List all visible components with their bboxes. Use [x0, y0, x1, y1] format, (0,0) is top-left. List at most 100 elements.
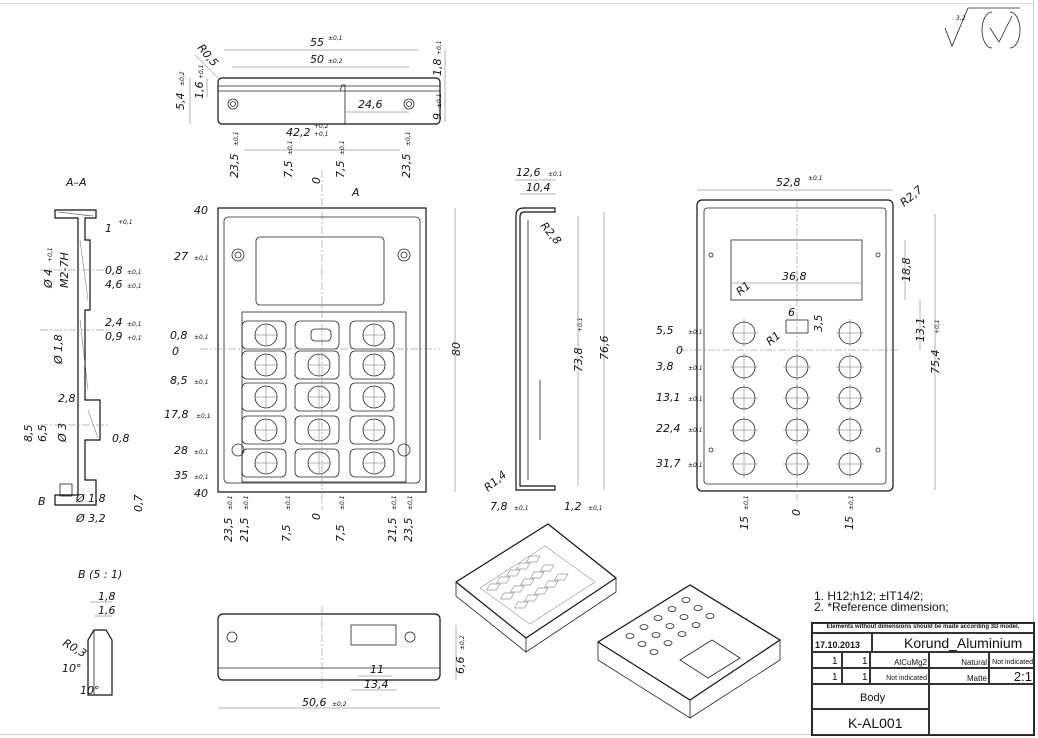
quantity: 1 [862, 672, 868, 683]
dim-1-8: 1,8 [431, 59, 444, 77]
dimension-label: B [38, 495, 46, 508]
iso-key [534, 587, 549, 595]
dimension-label: ±0,1 [688, 365, 703, 372]
dim-12-6: 12,6 [516, 166, 541, 179]
dim-tol: ±0,1 [196, 413, 211, 420]
key-outline [241, 350, 287, 380]
section-mark-a: A [351, 186, 360, 199]
material: AlCuMg2 [894, 658, 927, 667]
key-crosshair [255, 419, 277, 441]
dimension-label: 0,8 [112, 432, 130, 445]
part-code: K-AL001 [848, 715, 903, 731]
dim-tol: ±0,2 [328, 58, 343, 65]
iso-hole [653, 615, 663, 621]
dim-7-5: 7,5 [334, 161, 347, 179]
dim-r2-8: R2,8 [538, 220, 564, 248]
key-outline [349, 350, 395, 380]
texture: Matte [966, 674, 987, 683]
iso-hole [677, 631, 687, 637]
dim-28: 28 [174, 444, 188, 457]
dimension-label: +0,1 [118, 219, 133, 226]
dim-36-8: 36,8 [782, 270, 807, 283]
dim-18-8: 18,8 [900, 258, 913, 283]
iso-hole [637, 641, 647, 647]
key-crosshair [255, 452, 277, 474]
dimension-label: +0,1 [127, 335, 142, 342]
dim-r0-3: R0,3 [61, 636, 89, 660]
dimension-label: 7,5 [334, 525, 347, 543]
sheet-top-border [0, 3, 1033, 4]
hole-centerline [836, 353, 864, 381]
dim-6: 6 [788, 306, 795, 319]
iso-hole [625, 633, 635, 639]
dimension-label: 6,5 [36, 425, 49, 443]
dimension-label: 7,5 [280, 525, 293, 543]
dim-35: 35 [174, 469, 188, 482]
dim-23-5: 23,5 [228, 154, 241, 179]
dim-angle-10: 10° [80, 684, 100, 697]
dim-42-2: 42,2 [286, 126, 311, 139]
iso-hole [691, 622, 701, 628]
dimension-label: ±0,1 [127, 283, 142, 290]
dim-tol: ±0,1 [194, 449, 209, 456]
key-outline [241, 415, 287, 445]
iso-hole [667, 606, 677, 612]
dimension-label: 31,7 [656, 457, 681, 470]
dim-5-4: 5,4 [174, 93, 187, 111]
dimension-label: ±0,1 [688, 462, 703, 469]
dimension-label: ±0,1 [127, 321, 142, 328]
dim-0: 0 [310, 177, 323, 184]
sheet-count: 1 [832, 672, 838, 683]
dim-3-5: 3,5 [812, 315, 825, 333]
dimension-label: ±0,1 [127, 269, 142, 276]
dim-tol: ±0,1 [194, 255, 209, 262]
dim-tol: ±0,1 [405, 131, 412, 146]
dim-tol: ±0,1 [339, 140, 346, 155]
iso-key [526, 555, 541, 563]
dim-9: 9 [431, 113, 444, 120]
dimension-label: 21,5 [386, 518, 399, 543]
key-outline [241, 448, 287, 478]
iso-key [530, 571, 545, 579]
dim-8-5: 8,5 [170, 374, 188, 387]
dimension-label: ±0,1 [391, 495, 398, 510]
dimension-label: Ø 3 [56, 423, 69, 443]
dimension-label: ±0,1 [688, 396, 703, 403]
dimension-label: 2,4 [105, 316, 123, 329]
dim-tol: ±0,1 [194, 379, 209, 386]
hole-centerline [730, 319, 758, 347]
key-crosshair [363, 419, 385, 441]
dim-tol: ±0,1 [436, 93, 443, 108]
dim-11: 11 [370, 663, 384, 676]
dim-1-6: 1,6 [98, 604, 116, 617]
hole-centerline [730, 384, 758, 412]
dimension-label: Ø 1,8 [75, 492, 106, 505]
dimension-label: 0,9 [105, 330, 123, 343]
top-view: 55 ±0,1 50 ±0,2 R0,5 5,4 ±0,2 1,6 +0,1 2… [174, 35, 446, 125]
dimension-label: Ø 4 [42, 269, 55, 289]
dim-17-8: 17,8 [164, 408, 189, 421]
title-block: Elements without dimensions should be ma… [811, 622, 1035, 736]
dimension-label: 23,5 [222, 518, 235, 543]
dim-40: 40 [194, 204, 208, 217]
note-1: 1. H12;h12; ±IT14/2; [814, 589, 924, 603]
dim-50: 50 [310, 53, 324, 66]
key-outline [294, 320, 340, 350]
key-crosshair [308, 452, 330, 474]
dimension-label: 23,5 [402, 518, 415, 543]
dimension-label: Ø 3,2 [75, 512, 106, 525]
dimension-label: 0,8 [105, 264, 123, 277]
rear-view: 52,8 ±0,1 R2,7 36,8 18,8 R1 6 3,5 R1 13,… [656, 175, 942, 530]
dim-1-8: 1,8 [98, 590, 116, 603]
key-outline [294, 415, 340, 445]
hole-centerline [836, 450, 864, 478]
dimension-label: 4,6 [105, 278, 123, 291]
dimension-label: ±0,1 [848, 495, 855, 510]
dimension-label: ±0,1 [688, 329, 703, 336]
dim-23-5: 23,5 [400, 154, 413, 179]
iso-key [540, 564, 555, 572]
dim-tol: +0,1 [314, 131, 329, 138]
key-outline [349, 448, 395, 478]
iso-key [516, 562, 531, 570]
